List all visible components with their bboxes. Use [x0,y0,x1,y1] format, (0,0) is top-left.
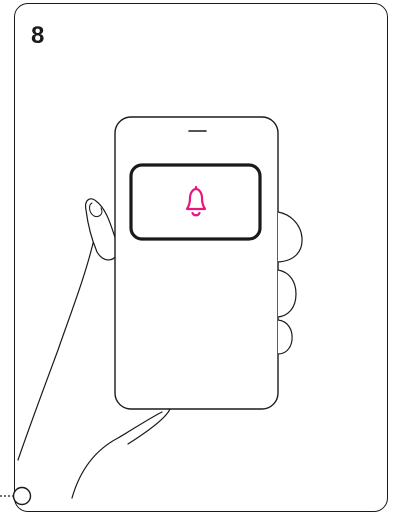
connector-dot [14,488,31,505]
hand-wrist [72,412,162,498]
finger-ring [278,320,292,354]
finger-middle [278,270,296,317]
finger-index [278,212,302,262]
hand-palm-edge [18,235,95,460]
phone-body [115,117,278,409]
notification-highlight [131,165,260,239]
palm-lower [128,409,170,444]
